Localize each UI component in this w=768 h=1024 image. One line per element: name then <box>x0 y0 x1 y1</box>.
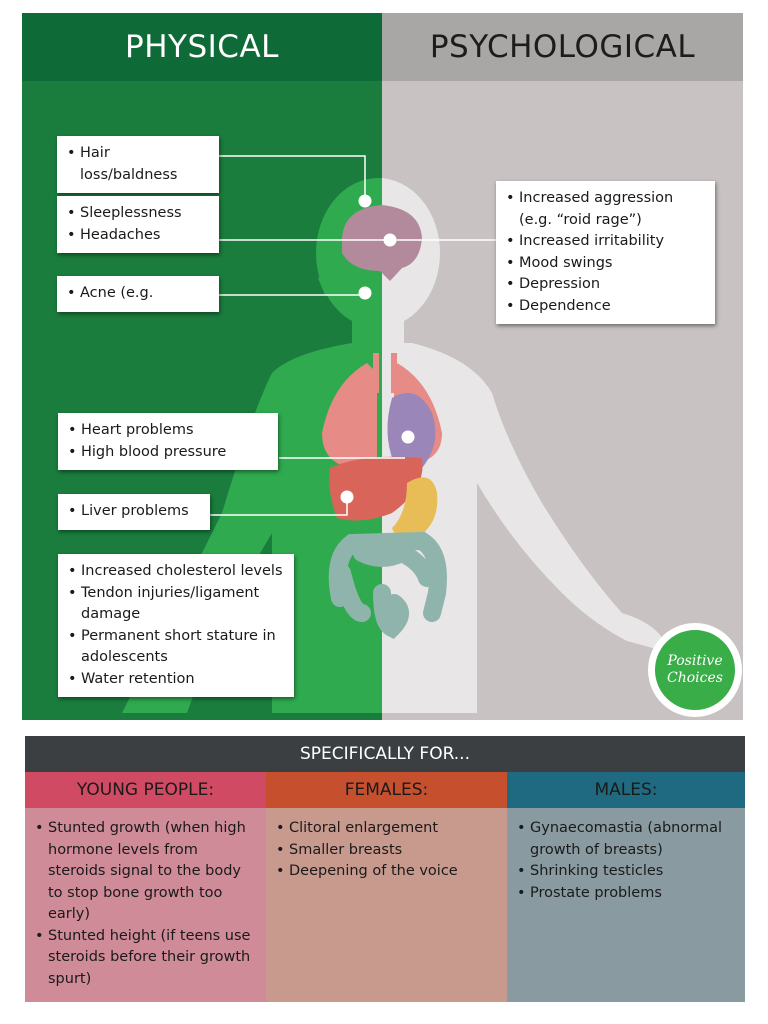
headaches-item: Headaches <box>67 225 209 247</box>
infographic-top: PHYSICAL PSYCHOLOGICAL <box>22 13 743 720</box>
females-column: FEMALES: Clitoral enlargement Smaller br… <box>266 772 507 1002</box>
high-blood-pressure-item: High blood pressure <box>68 442 268 464</box>
cholesterol-item: Increased cholesterol levels <box>68 561 284 583</box>
other-physical-box: Increased cholesterol levels Tendon inju… <box>58 554 294 697</box>
liver-organ <box>329 456 423 521</box>
liver-box: Liver problems <box>58 494 210 530</box>
males-header: MALES: <box>507 772 745 808</box>
positive-choices-logo: Positive Choices <box>648 623 742 717</box>
stomach-organ <box>392 477 438 540</box>
hair-loss-box: Hair loss/baldness <box>57 136 219 193</box>
young-people-column: YOUNG PEOPLE: Stunted growth (when high … <box>25 772 266 1002</box>
young-item: Stunted height (if teens use steroids be… <box>35 926 256 991</box>
left-lung-organ <box>322 363 377 468</box>
males-item: Gynaecomastia (abnormal growth of breast… <box>517 818 735 861</box>
females-item: Clitoral enlargement <box>276 818 497 840</box>
heart-problems-item: Heart problems <box>68 420 268 442</box>
logo-line-1: Positive <box>667 653 723 669</box>
aggression-item: Increased aggression (e.g. “roid rage”) <box>506 188 705 231</box>
short-stature-item: Permanent short stature in adolescents <box>68 626 284 669</box>
females-item: Deepening of the voice <box>276 861 497 883</box>
young-item: Stunted growth (when high hormone levels… <box>35 818 256 926</box>
females-item: Smaller breasts <box>276 840 497 862</box>
males-column: MALES: Gynaecomastia (abnormal growth of… <box>507 772 745 1002</box>
specifically-for-section: SPECIFICALLY FOR... YOUNG PEOPLE: Stunte… <box>25 736 745 1002</box>
physical-header: PHYSICAL <box>22 13 382 81</box>
males-item: Shrinking testicles <box>517 861 735 883</box>
sleeplessness-item: Sleeplessness <box>67 203 209 225</box>
females-header: FEMALES: <box>266 772 507 808</box>
hair-loss-item: Hair loss/baldness <box>67 143 209 186</box>
specifically-for-header: SPECIFICALLY FOR... <box>25 736 745 772</box>
young-people-header: YOUNG PEOPLE: <box>25 772 266 808</box>
heart-box: Heart problems High blood pressure <box>58 413 278 470</box>
brain-organ <box>342 205 422 281</box>
dependence-item: Dependence <box>506 296 705 318</box>
irritability-item: Increased irritability <box>506 231 705 253</box>
males-item: Prostate problems <box>517 883 735 905</box>
human-body-illustration <box>122 155 670 713</box>
psychological-box: Increased aggression (e.g. “roid rage”) … <box>496 181 715 324</box>
acne-item: Acne (e.g. <box>67 283 209 305</box>
water-retention-item: Water retention <box>68 669 284 691</box>
mood-swings-item: Mood swings <box>506 253 705 275</box>
sleep-headache-box: Sleeplessness Headaches <box>57 196 219 253</box>
depression-item: Depression <box>506 274 705 296</box>
liver-problems-item: Liver problems <box>68 501 200 523</box>
logo-line-2: Choices <box>667 670 723 686</box>
trachea-organ <box>373 353 397 393</box>
psychological-header: PSYCHOLOGICAL <box>382 13 743 81</box>
tendon-item: Tendon injuries/ligament damage <box>68 583 284 626</box>
intestines-organ <box>328 531 447 639</box>
acne-box: Acne (e.g. <box>57 276 219 312</box>
